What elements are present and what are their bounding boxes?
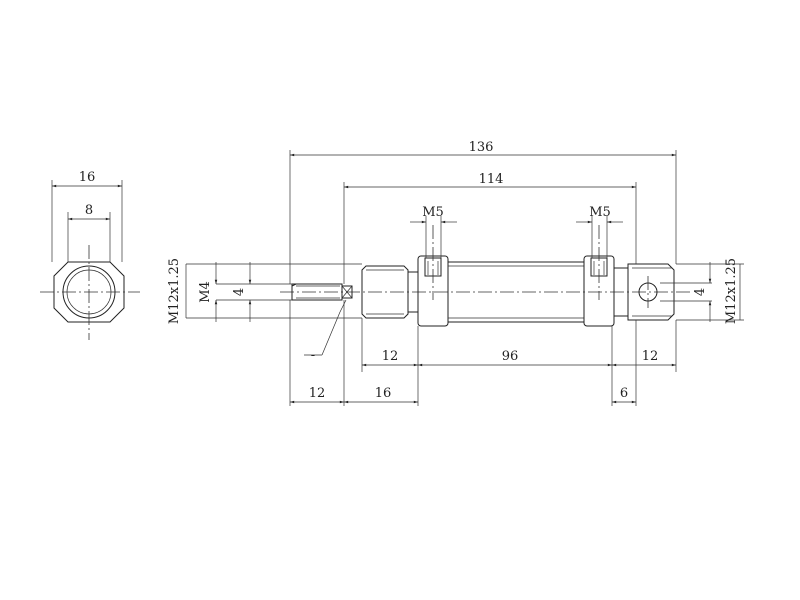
dim-end-view-inner: 8 bbox=[85, 203, 93, 218]
end-view-outline bbox=[53, 261, 125, 323]
dim-rod-extension: 12 bbox=[309, 386, 326, 401]
dim-clevis-dia: 4 bbox=[693, 288, 708, 296]
dim-clevis-offset: 6 bbox=[620, 386, 628, 401]
dimensions-bottom: - 12 96 12 12 16 6 bbox=[289, 299, 677, 406]
dim-rod-thread-small: M4 bbox=[198, 281, 213, 303]
dimensions-right: M12x1.25 4 bbox=[660, 258, 744, 324]
end-view: 16 8 bbox=[40, 170, 140, 340]
front-nut bbox=[361, 265, 409, 319]
dim-body-length: 114 bbox=[479, 172, 504, 187]
dim-overall-length: 136 bbox=[469, 140, 494, 155]
dim-mount-thread-right: M12x1.25 bbox=[724, 258, 739, 324]
dim-rod-dia-left: 4 bbox=[232, 288, 247, 296]
dim-clevis-length: 12 bbox=[642, 349, 659, 364]
dim-port-left: M5 bbox=[422, 205, 444, 220]
rod-wrench-flat bbox=[341, 285, 353, 299]
dim-front-to-port: 16 bbox=[375, 386, 392, 401]
dim-nut-length: 12 bbox=[382, 349, 399, 364]
dim-rod-thread-left: M12x1.25 bbox=[167, 258, 182, 324]
dimensions-top: 136 114 M5 M5 bbox=[289, 140, 677, 284]
dim-stroke-body: 96 bbox=[502, 349, 519, 364]
dim-port-right: M5 bbox=[589, 205, 611, 220]
dimensions-left: M12x1.25 M4 4 bbox=[167, 258, 362, 324]
rear-clevis bbox=[627, 263, 675, 321]
side-view bbox=[280, 225, 690, 327]
dim-end-view-width: 16 bbox=[79, 170, 96, 185]
leader-note: - bbox=[311, 348, 315, 363]
